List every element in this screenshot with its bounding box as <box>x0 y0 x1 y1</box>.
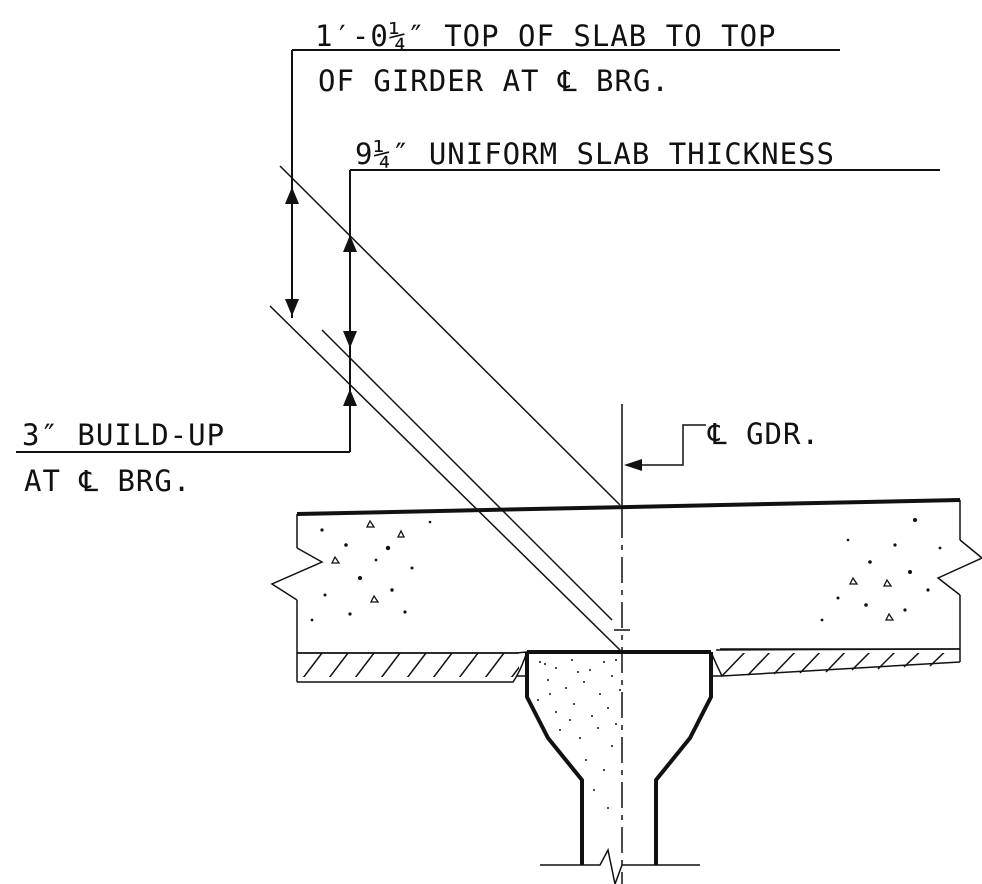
arrow-up-uniform-slab <box>343 235 357 252</box>
leader-uniform-slab <box>349 169 940 452</box>
top-of-slab-dimension-label-line1: 1′-0¼″ TOP OF SLAB TO TOP <box>315 19 777 53</box>
girder-centerline <box>614 404 706 884</box>
haunch-form-left <box>297 651 528 683</box>
leader-top-of-slab <box>291 49 840 318</box>
arrow-down-uniform-slab <box>343 331 357 348</box>
arrow-down-top-slab <box>285 299 299 316</box>
buildup-label-line1: 3″ BUILD-UP <box>22 418 225 452</box>
centerline-girder-label: ℄ GDR. <box>707 417 820 451</box>
girder-stipple <box>537 659 621 809</box>
arrow-up-buildup <box>343 389 357 406</box>
buildup-label-line2: AT ℄ BRG. <box>24 464 191 498</box>
concrete-aggregate-right <box>820 518 942 622</box>
concrete-aggregate-left <box>310 519 432 622</box>
girder-section <box>517 650 722 884</box>
slope-projection-lines <box>269 165 621 651</box>
arrow-up-top-slab <box>285 187 299 204</box>
haunch-form-right <box>710 648 961 677</box>
uniform-slab-thickness-label: 9¼″ UNIFORM SLAB THICKNESS <box>355 137 835 171</box>
deck-slab <box>270 498 982 682</box>
dimension-arrows <box>285 187 357 406</box>
top-of-slab-dimension-label-line2: OF GIRDER AT ℄ BRG. <box>318 64 670 98</box>
arrow-centerline-gdr <box>624 459 642 471</box>
